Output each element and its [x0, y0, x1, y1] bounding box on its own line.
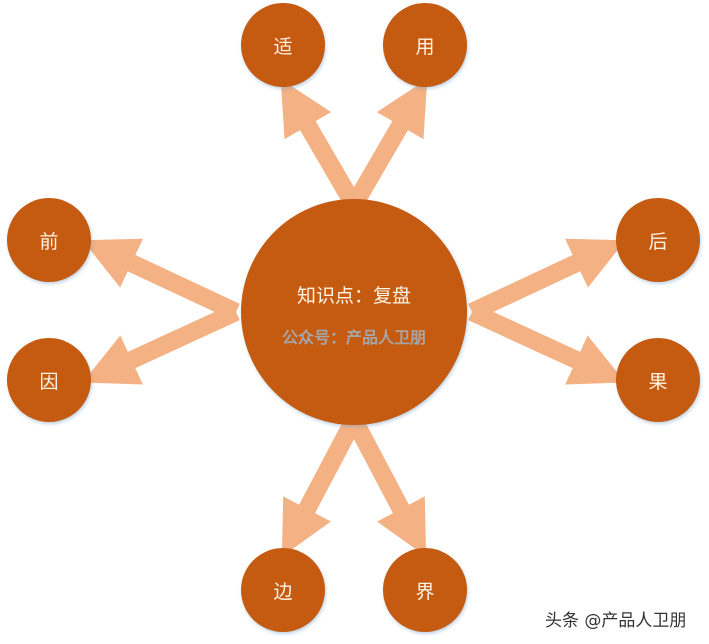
center-node: 知识点：复盘 公众号：产品人卫朋	[241, 199, 467, 425]
center-subtitle: 公众号：产品人卫朋	[281, 327, 426, 347]
arrow-down-right	[346, 415, 427, 557]
center-title: 知识点：复盘	[296, 284, 411, 307]
node-yong: 用	[383, 3, 467, 87]
node-shi: 适	[241, 3, 325, 87]
arrow-left-down	[82, 303, 240, 385]
arrow-right-up	[468, 238, 626, 321]
arrow-right-down	[468, 303, 626, 385]
watermark: 头条 @产品人卫朋	[545, 611, 687, 631]
node-qian: 前	[7, 198, 91, 282]
arrow-up-left	[280, 78, 362, 210]
node-jie: 界	[383, 548, 467, 632]
node-yin: 因	[7, 338, 91, 422]
arrow-left-up	[82, 238, 240, 321]
node-hou: 后	[616, 198, 700, 282]
node-bian: 边	[241, 548, 325, 632]
arrow-up-right	[346, 78, 428, 210]
arrow-down-left	[281, 415, 362, 557]
node-guo: 果	[616, 338, 700, 422]
